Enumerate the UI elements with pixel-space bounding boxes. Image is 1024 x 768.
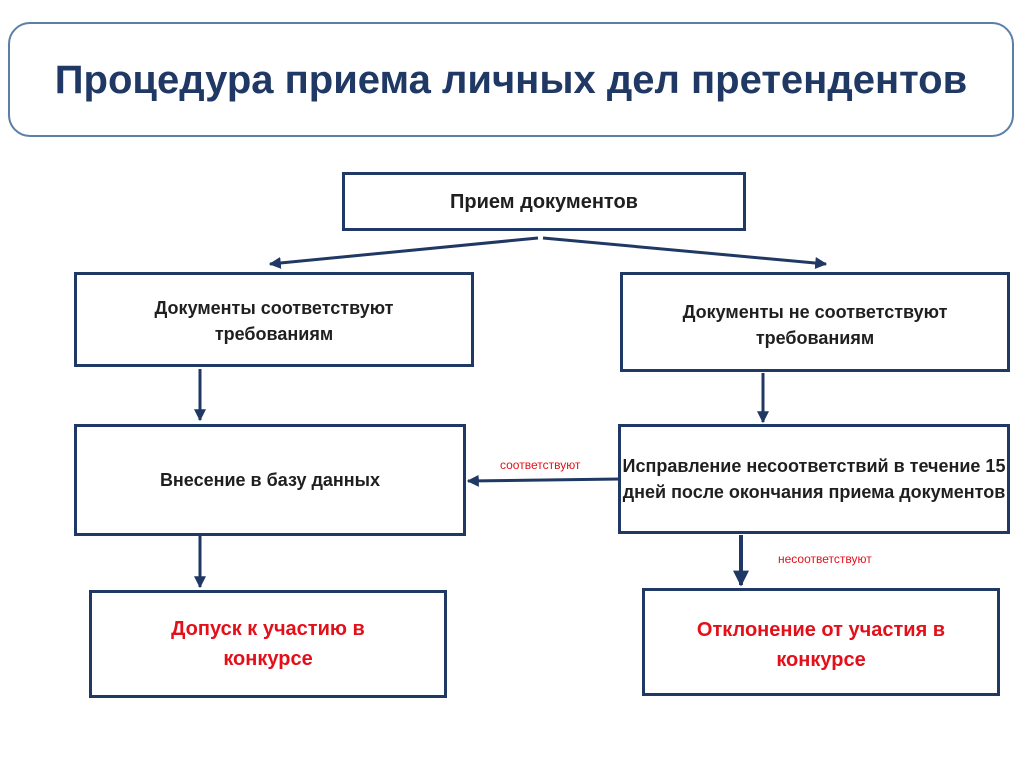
node-rejection: Отклонение от участия в конкурсе xyxy=(642,588,1000,696)
node-admission-label: Допуск к участию в конкурсе xyxy=(171,618,365,670)
node-documents-noncompliant: Документы не соответствуют требованиям xyxy=(620,272,1010,372)
edge-label-noncompliant: несоответствуют xyxy=(778,552,872,566)
node-database-entry-label: Внесение в базу данных xyxy=(159,470,381,490)
page-title: Процедура приема личных дел претендентов xyxy=(54,57,968,102)
node-receive-documents: Прием документов xyxy=(342,172,746,231)
node-receive-documents-label: Прием документов xyxy=(450,190,638,213)
node-admission: Допуск к участию в конкурсе xyxy=(89,590,447,698)
arrow-receive-to-compliant xyxy=(268,236,539,269)
node-correction: Исправление несоответствий в течение 15 … xyxy=(618,424,1010,534)
arrow-correction-to-database xyxy=(466,474,621,487)
node-database-entry: Внесение в базу данных xyxy=(74,424,466,536)
node-correction-label: Исправление несоответствий в течение 15 … xyxy=(622,456,1006,502)
node-rejection-label: Отклонение от участия в конкурсе xyxy=(696,619,946,671)
node-documents-compliant-label: Документы соответствуют требованиям xyxy=(154,298,394,344)
arrow-receive-to-noncompliant xyxy=(542,236,828,269)
node-documents-noncompliant-label: Документы не соответствуют требованиям xyxy=(682,302,948,348)
edge-label-compliant: соответствуют xyxy=(500,458,581,472)
node-documents-compliant: Документы соответствуют требованиям xyxy=(74,272,474,367)
title-banner: Процедура приема личных дел претендентов xyxy=(8,22,1014,137)
